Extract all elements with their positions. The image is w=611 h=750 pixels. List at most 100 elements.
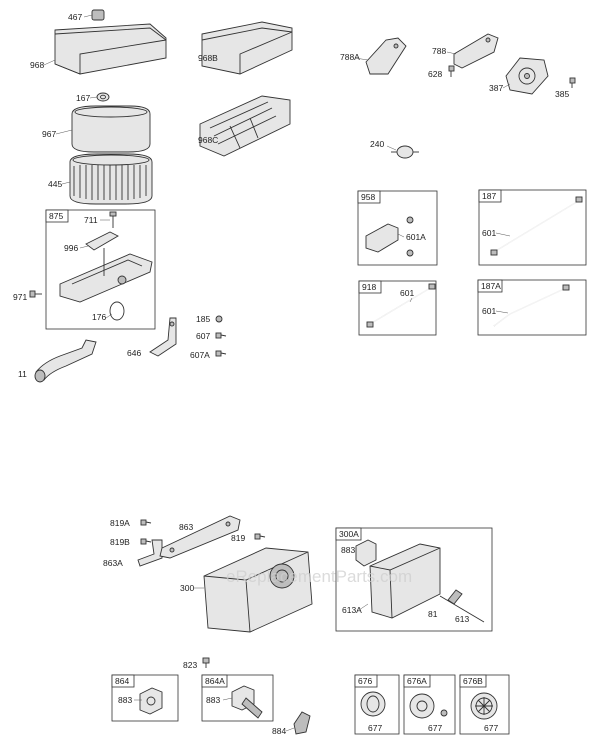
label-863: 863 (179, 522, 193, 532)
label-788A: 788A (340, 52, 360, 62)
part-819B-screw (140, 538, 152, 545)
label-187A: 187A (481, 281, 501, 291)
part-996-seal (85, 231, 119, 251)
label-613A: 613A (342, 605, 362, 615)
part-711-screw (109, 211, 117, 228)
label-613: 613 (455, 614, 469, 624)
label-176: 176 (92, 312, 106, 322)
box-300A (335, 527, 493, 632)
label-167: 167 (76, 93, 90, 103)
part-387-fuel-pump (505, 57, 549, 95)
part-788-bracket (453, 33, 499, 69)
label-81: 81 (428, 609, 438, 619)
part-875-base-assy (59, 248, 153, 303)
part-819A-screw (140, 519, 152, 526)
part-628-screw (448, 65, 455, 77)
label-607A: 607A (190, 350, 210, 360)
part-823-screw (202, 657, 210, 668)
label-823: 823 (183, 660, 197, 670)
part-971-screw (29, 290, 42, 298)
part-863-bracket (159, 515, 241, 559)
box-187A (477, 279, 587, 336)
label-185: 185 (196, 314, 210, 324)
label-385: 385 (555, 89, 569, 99)
part-968C-base (199, 95, 291, 157)
box-676B (459, 674, 510, 735)
part-300-muffler (203, 547, 313, 633)
box-676A (403, 674, 456, 735)
label-601b: 601 (400, 288, 414, 298)
box-187 (478, 189, 587, 266)
label-677b: 677 (428, 723, 442, 733)
part-863A-bracket (137, 539, 163, 567)
label-601c: 601 (482, 306, 496, 316)
watermark: eReplacementParts.com (226, 567, 412, 586)
label-676A: 676A (407, 676, 427, 686)
part-11-breather-tube (34, 339, 97, 383)
part-240-filter (391, 145, 419, 159)
label-819B: 819B (110, 537, 130, 547)
label-883a: 883 (341, 545, 355, 555)
label-187: 187 (482, 191, 496, 201)
leader-lines (43, 14, 511, 732)
label-445: 445 (48, 179, 62, 189)
part-646-bracket (149, 317, 177, 357)
label-968B: 968B (198, 53, 218, 63)
part-385-screw (569, 77, 576, 88)
box-918 (358, 280, 437, 336)
label-918: 918 (362, 282, 376, 292)
label-864A: 864A (205, 676, 225, 686)
label-628: 628 (428, 69, 442, 79)
part-167-grommet (96, 92, 110, 102)
label-968: 968 (30, 60, 44, 70)
part-185-nut (215, 315, 223, 323)
label-677a: 677 (368, 723, 382, 733)
part-968-cover (54, 23, 167, 75)
part-967-precleaner (71, 105, 151, 153)
label-607: 607 (196, 331, 210, 341)
label-968C: 968C (198, 135, 218, 145)
part-819-screw (254, 533, 266, 540)
box-875 (45, 209, 156, 330)
box-958 (357, 190, 438, 266)
label-819: 819 (231, 533, 245, 543)
label-996: 996 (64, 243, 78, 253)
part-968B-cover (201, 21, 293, 75)
label-300: 300 (180, 583, 194, 593)
label-819A: 819A (110, 518, 130, 528)
label-300A: 300A (339, 529, 359, 539)
label-676B: 676B (463, 676, 483, 686)
label-11: 11 (18, 369, 27, 379)
label-711: 711 (84, 215, 98, 225)
label-967: 967 (42, 129, 56, 139)
label-387: 387 (489, 83, 503, 93)
box-864A (201, 674, 274, 722)
label-958: 958 (361, 192, 375, 202)
label-883b: 883 (118, 695, 132, 705)
label-971: 971 (13, 292, 27, 302)
part-607A-screw (215, 350, 227, 357)
label-601A: 601A (406, 232, 426, 242)
part-884-clamp (293, 711, 311, 735)
label-676: 676 (358, 676, 372, 686)
label-677c: 677 (484, 723, 498, 733)
label-240: 240 (370, 139, 384, 149)
label-601a: 601 (482, 228, 496, 238)
label-884: 884 (272, 726, 286, 736)
box-864 (111, 674, 179, 722)
part-607-screw (215, 332, 227, 339)
part-176-gasket (109, 301, 125, 321)
part-788A-bracket (365, 37, 407, 75)
label-875: 875 (49, 211, 63, 221)
label-788: 788 (432, 46, 446, 56)
label-646: 646 (127, 348, 141, 358)
label-864: 864 (115, 676, 129, 686)
part-467-knob (91, 9, 105, 21)
label-883c: 883 (206, 695, 220, 705)
box-676 (354, 674, 400, 735)
label-863A: 863A (103, 558, 123, 568)
label-467: 467 (68, 12, 82, 22)
part-445-filter (69, 153, 153, 205)
